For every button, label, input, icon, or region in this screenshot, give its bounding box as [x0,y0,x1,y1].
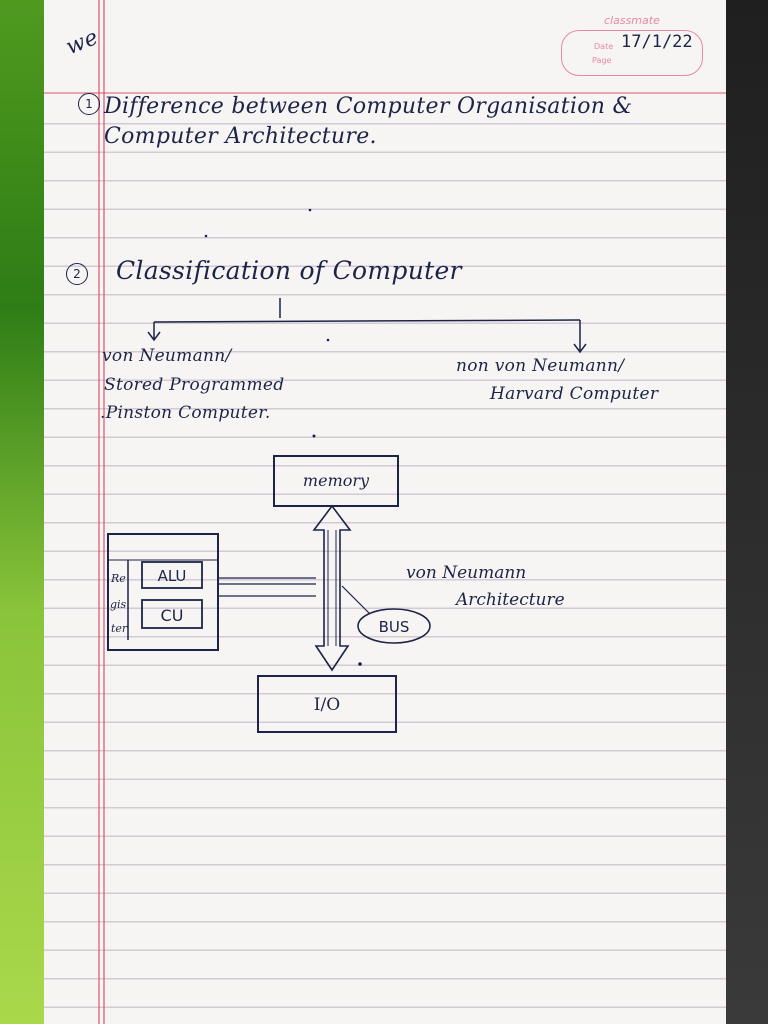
left-class-line-3: .Pinston Computer. [100,403,271,423]
background-right-edge [724,0,768,1024]
left-class-line-2: Stored Programmed [104,375,285,395]
bus-ellipse [357,608,431,644]
io-label: I/O [314,695,340,715]
memory-box [273,455,399,507]
von-neumann-diagram: memory ALU CU Re gis ter BUS I/O von Neu… [107,208,587,733]
date-value: 17/1/22 [621,32,693,52]
bus-label: BUS [379,618,410,636]
cpu-box [107,533,219,651]
page-label: Page [592,56,612,65]
register-label-1: Re [110,572,126,585]
register-label-2: gis [110,598,127,611]
background-left-edge [0,0,44,1024]
io-box [257,675,397,733]
cu-box [141,599,203,629]
cu-label: CU [161,606,184,625]
bus-arrow [312,504,352,672]
item-number-2: 2 [66,263,88,285]
page-header-area [44,0,726,92]
item-1-line-2: Computer Architecture. [104,124,377,149]
right-class-line-2: Harvard Computer [490,384,659,404]
register-label-3: ter [111,622,128,635]
left-margin-rule-inner [103,0,105,1024]
item-1-line-1: Difference between Computer Organisation… [104,94,633,119]
right-class-line-1: non von Neumann/ [456,356,625,376]
left-margin-rule [98,0,100,1024]
alu-label: ALU [158,567,187,585]
alu-box [141,561,203,589]
caption-line-2: Architecture [454,590,565,610]
left-class-line-1: von Neumann/ [102,346,232,366]
notebook-page: classmate Date Page 17/1/22 we 1 Differe… [44,0,726,1024]
top-margin-rule [44,92,726,94]
brand-logo: classmate [604,14,660,27]
item-number-1: 1 [78,93,100,115]
caption-line-1: von Neumann [406,563,526,583]
date-box [561,30,703,76]
memory-label: memory [303,471,370,490]
date-label: Date [594,42,614,51]
item-2-line-1: Classification of Computer [116,256,462,285]
